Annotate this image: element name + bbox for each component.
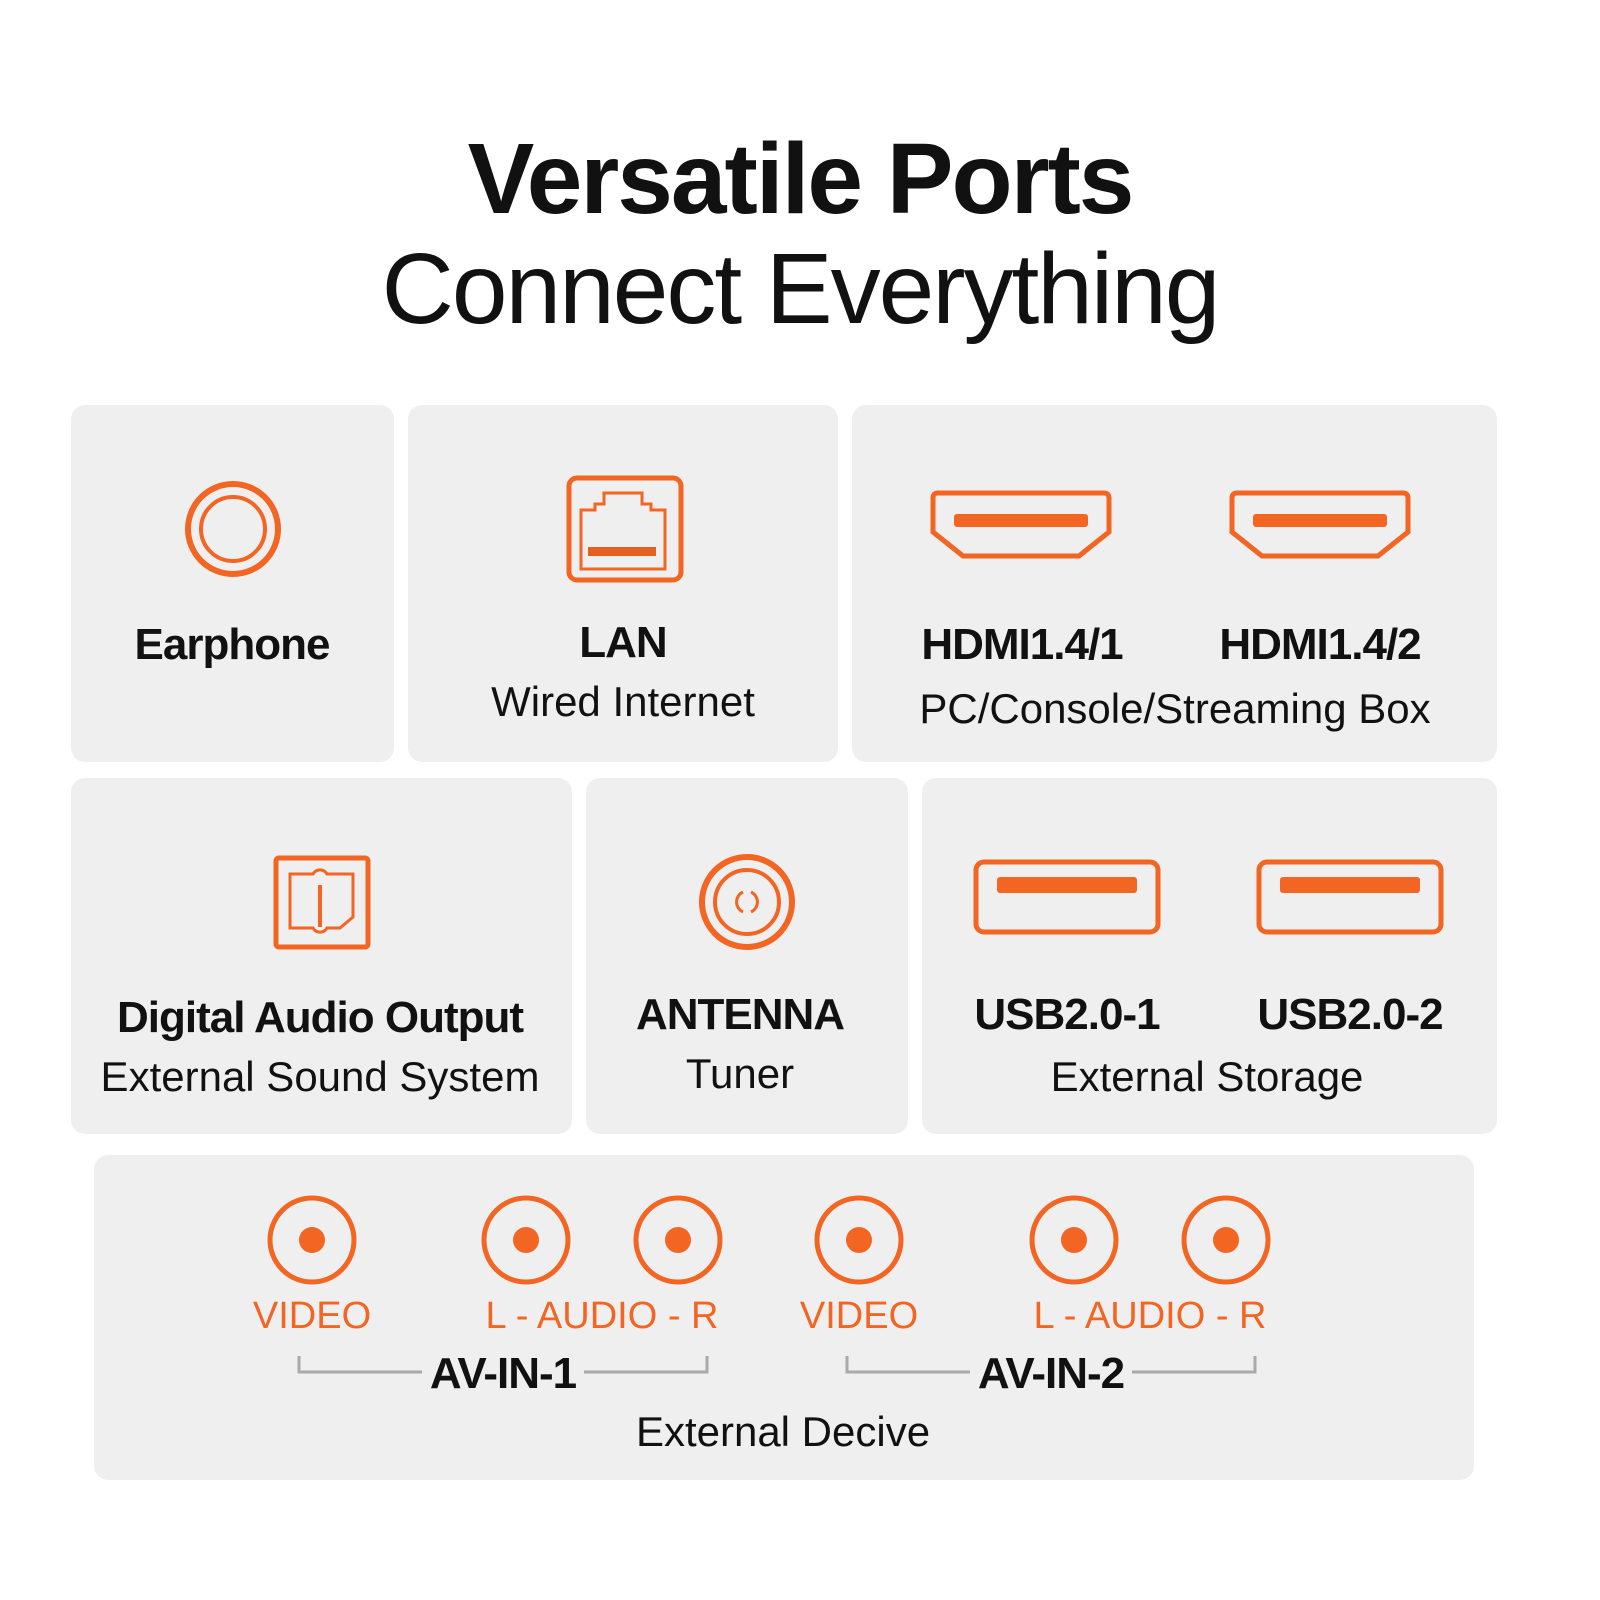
hdmi1-label: HDMI1.4/1 — [921, 620, 1123, 669]
av-in-2-label: AV-IN-2 — [977, 1349, 1125, 1398]
antenna-description: Tuner — [685, 1050, 795, 1097]
av1-audio-label: L - AUDIO - R — [485, 1295, 719, 1337]
av2-video-label: VIDEO — [799, 1295, 919, 1337]
av-description: External Decive — [635, 1408, 931, 1455]
lan-card — [408, 405, 838, 762]
optical-port-icon — [273, 855, 371, 950]
usb-port-icon-1 — [973, 859, 1161, 935]
av-in-1-label: AV-IN-1 — [429, 1349, 577, 1398]
page-title: Versatile Ports — [467, 123, 1135, 235]
antenna-card — [586, 778, 908, 1134]
lan-description: Wired Internet — [491, 678, 755, 725]
av1-video-label: VIDEO — [252, 1295, 372, 1337]
hdmi-port-icon-2 — [1229, 490, 1411, 559]
ethernet-port-icon — [566, 475, 684, 583]
optical-label: Digital Audio Output — [116, 993, 524, 1042]
hdmi-card — [852, 405, 1497, 762]
usb-card — [922, 778, 1497, 1134]
hdmi-description: PC/Console/Streaming Box — [919, 685, 1431, 732]
page-subtitle: Connect Everything — [381, 233, 1221, 345]
usb2-label: USB2.0-2 — [1257, 990, 1443, 1039]
hdmi2-label: HDMI1.4/2 — [1219, 620, 1421, 669]
optical-card — [71, 778, 572, 1134]
optical-description: External Sound System — [100, 1053, 540, 1100]
lan-label: LAN — [579, 618, 667, 667]
earphone-label: Earphone — [134, 620, 331, 669]
usb1-label: USB2.0-1 — [974, 990, 1160, 1039]
usb-description: External Storage — [1050, 1053, 1364, 1100]
antenna-port-icon — [699, 854, 795, 950]
antenna-label: ANTENNA — [635, 990, 845, 1039]
hdmi-port-icon-1 — [930, 490, 1112, 559]
usb-port-icon-2 — [1256, 859, 1444, 935]
earphone-jack-icon — [185, 481, 281, 577]
earphone-card — [71, 405, 394, 762]
av2-audio-label: L - AUDIO - R — [1033, 1295, 1267, 1337]
av-card — [94, 1155, 1474, 1480]
